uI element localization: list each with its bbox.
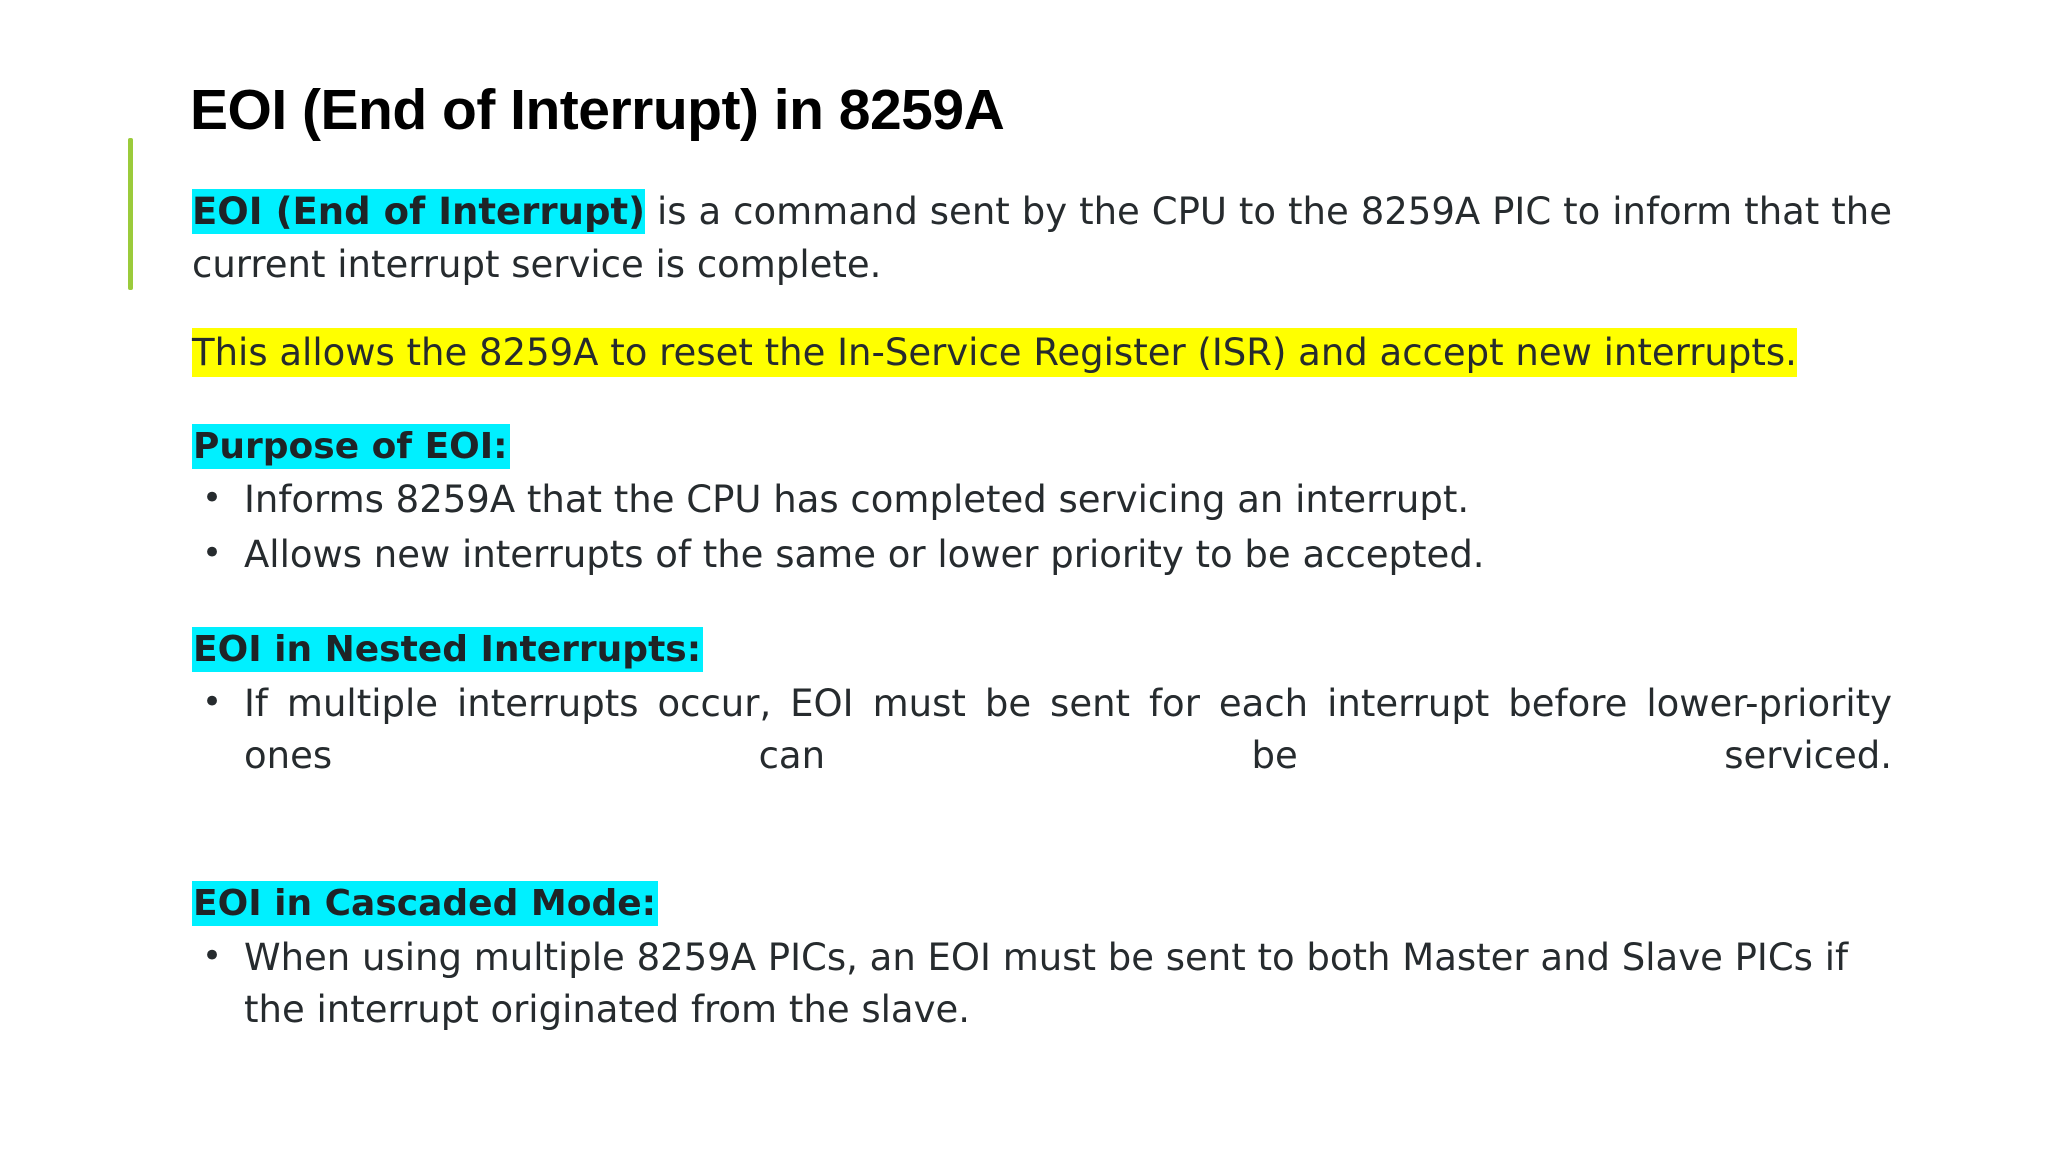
- list-item-text: If multiple interrupts occur, EOI must b…: [244, 681, 1892, 778]
- section-heading-cascaded: EOI in Cascaded Mode:: [192, 881, 1892, 927]
- section-heading-nested-text: EOI in Nested Interrupts:: [192, 627, 704, 673]
- bullet-dot-icon: •: [202, 532, 223, 573]
- intro-rest-text: is a command sent by the CPU to the 8259…: [192, 190, 1892, 286]
- spacer: [192, 583, 1892, 629]
- section-heading-purpose-text: Purpose of EOI:: [192, 423, 510, 469]
- list-item: • Informs 8259A that the CPU has complet…: [192, 474, 1892, 527]
- spacer: [192, 837, 1892, 883]
- bullet-list-purpose: • Informs 8259A that the CPU has complet…: [192, 474, 1892, 581]
- spacer: [192, 380, 1892, 426]
- bullet-dot-icon: •: [202, 478, 223, 519]
- intro-paragraph: EOI (End of Interrupt) is a command sent…: [192, 186, 1892, 291]
- list-item-text: Informs 8259A that the CPU has completed…: [244, 478, 1470, 522]
- list-item-text: Allows new interrupts of the same or low…: [244, 532, 1485, 576]
- section-heading-nested: EOI in Nested Interrupts:: [192, 627, 1892, 673]
- bullet-dot-icon: •: [202, 935, 223, 976]
- section-heading-purpose: Purpose of EOI:: [192, 423, 1892, 469]
- list-item-text: When using multiple 8259A PICs, an EOI m…: [244, 935, 1849, 1032]
- section-heading-cascaded-text: EOI in Cascaded Mode:: [192, 881, 659, 927]
- bullet-dot-icon: •: [202, 681, 223, 722]
- list-item: • When using multiple 8259A PICs, an EOI…: [192, 932, 1892, 1037]
- list-item: • If multiple interrupts occur, EOI must…: [192, 678, 1892, 836]
- green-accent-bar: [128, 138, 133, 290]
- bullet-list-nested: • If multiple interrupts occur, EOI must…: [192, 678, 1892, 836]
- yellow-paragraph: This allows the 8259A to reset the In-Se…: [192, 327, 1892, 380]
- slide-body: EOI (End of Interrupt) is a command sent…: [192, 186, 1892, 1039]
- bullet-list-cascaded: • When using multiple 8259A PICs, an EOI…: [192, 932, 1892, 1037]
- page-title: EOI (End of Interrupt) in 8259A: [190, 78, 1005, 143]
- list-item: • Allows new interrupts of the same or l…: [192, 529, 1892, 582]
- spacer: [192, 291, 1892, 327]
- intro-highlighted-term: EOI (End of Interrupt): [192, 189, 646, 234]
- yellow-highlight-text: This allows the 8259A to reset the In-Se…: [192, 328, 1797, 378]
